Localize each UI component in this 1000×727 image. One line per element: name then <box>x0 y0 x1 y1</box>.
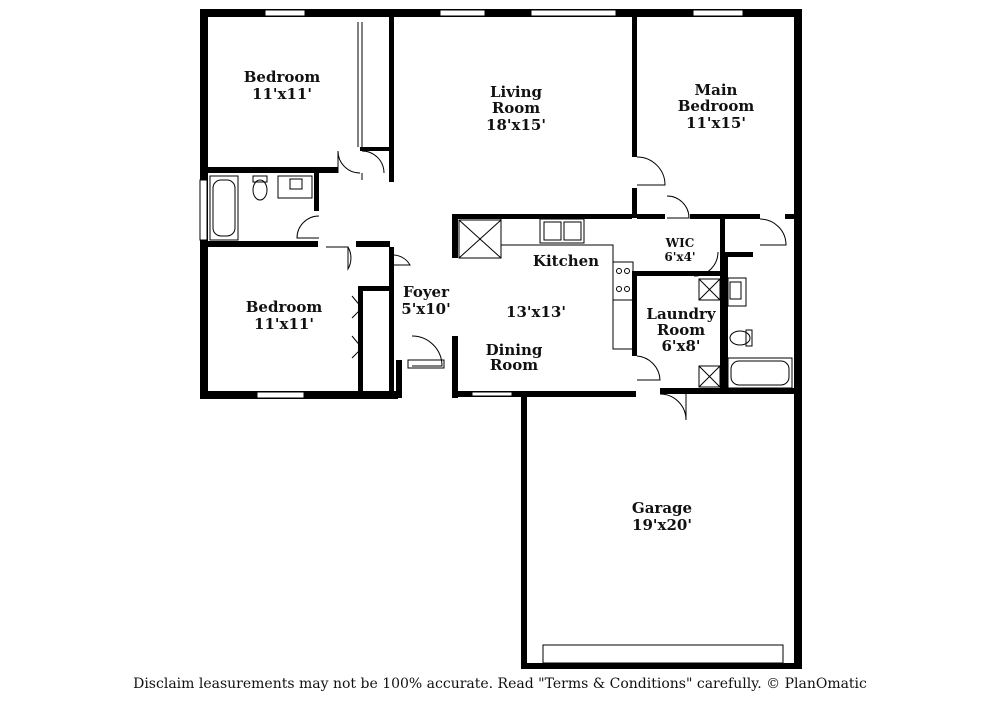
door <box>393 254 411 266</box>
door <box>351 295 363 319</box>
door <box>361 150 385 180</box>
window <box>471 391 513 397</box>
main-bedroom-size: 11'x15' <box>686 114 746 132</box>
bedroom1-name: Bedroom <box>244 68 321 86</box>
kitchen-name: Kitchen <box>533 252 599 270</box>
bedroom2-name: Bedroom <box>246 298 323 316</box>
wic-size: 6'x4' <box>664 250 695 264</box>
main-bedroom-name1: Main <box>695 81 738 99</box>
door <box>636 156 666 186</box>
kitchen-size: 13'x13' <box>506 303 566 321</box>
foyer-size: 5'x10' <box>401 300 450 318</box>
living-size: 18'x15' <box>486 116 546 134</box>
dining-name1: Dining <box>486 341 543 359</box>
doors <box>296 150 787 421</box>
door <box>759 218 787 246</box>
door <box>326 246 352 271</box>
main-bedroom-name2: Bedroom <box>678 97 755 115</box>
door <box>636 355 661 381</box>
window <box>264 9 306 17</box>
living-name2: Room <box>492 99 540 117</box>
laundry-name2: Room <box>657 321 705 339</box>
garage-size: 19'x20' <box>632 516 692 534</box>
window <box>692 9 744 17</box>
garage-name: Garage <box>632 499 692 517</box>
bedroom2-size: 11'x11' <box>254 315 314 333</box>
wic-name: WIC <box>665 236 695 250</box>
living-name1: Living <box>490 83 543 101</box>
dining-name2: Room <box>490 356 538 374</box>
laundry-size: 6'x8' <box>661 337 700 355</box>
interior-walls <box>208 17 794 391</box>
door <box>659 393 687 421</box>
fixtures <box>209 22 793 664</box>
door <box>351 335 363 359</box>
windows <box>199 9 744 399</box>
foyer-name: Foyer <box>403 283 450 301</box>
door <box>666 195 690 219</box>
window <box>439 9 486 17</box>
door <box>296 215 320 239</box>
door <box>693 251 719 277</box>
disclaimer-text: Disclaim leasurements may not be 100% ac… <box>133 676 867 692</box>
room-labels: Bedroom 11'x11' Living Room 18'x15' Main… <box>244 68 755 534</box>
door <box>411 335 443 367</box>
window <box>256 391 305 399</box>
window <box>199 179 208 241</box>
door <box>337 150 361 174</box>
bedroom1-size: 11'x11' <box>252 85 312 103</box>
window <box>530 9 617 17</box>
laundry-name1: Laundry <box>646 305 716 323</box>
